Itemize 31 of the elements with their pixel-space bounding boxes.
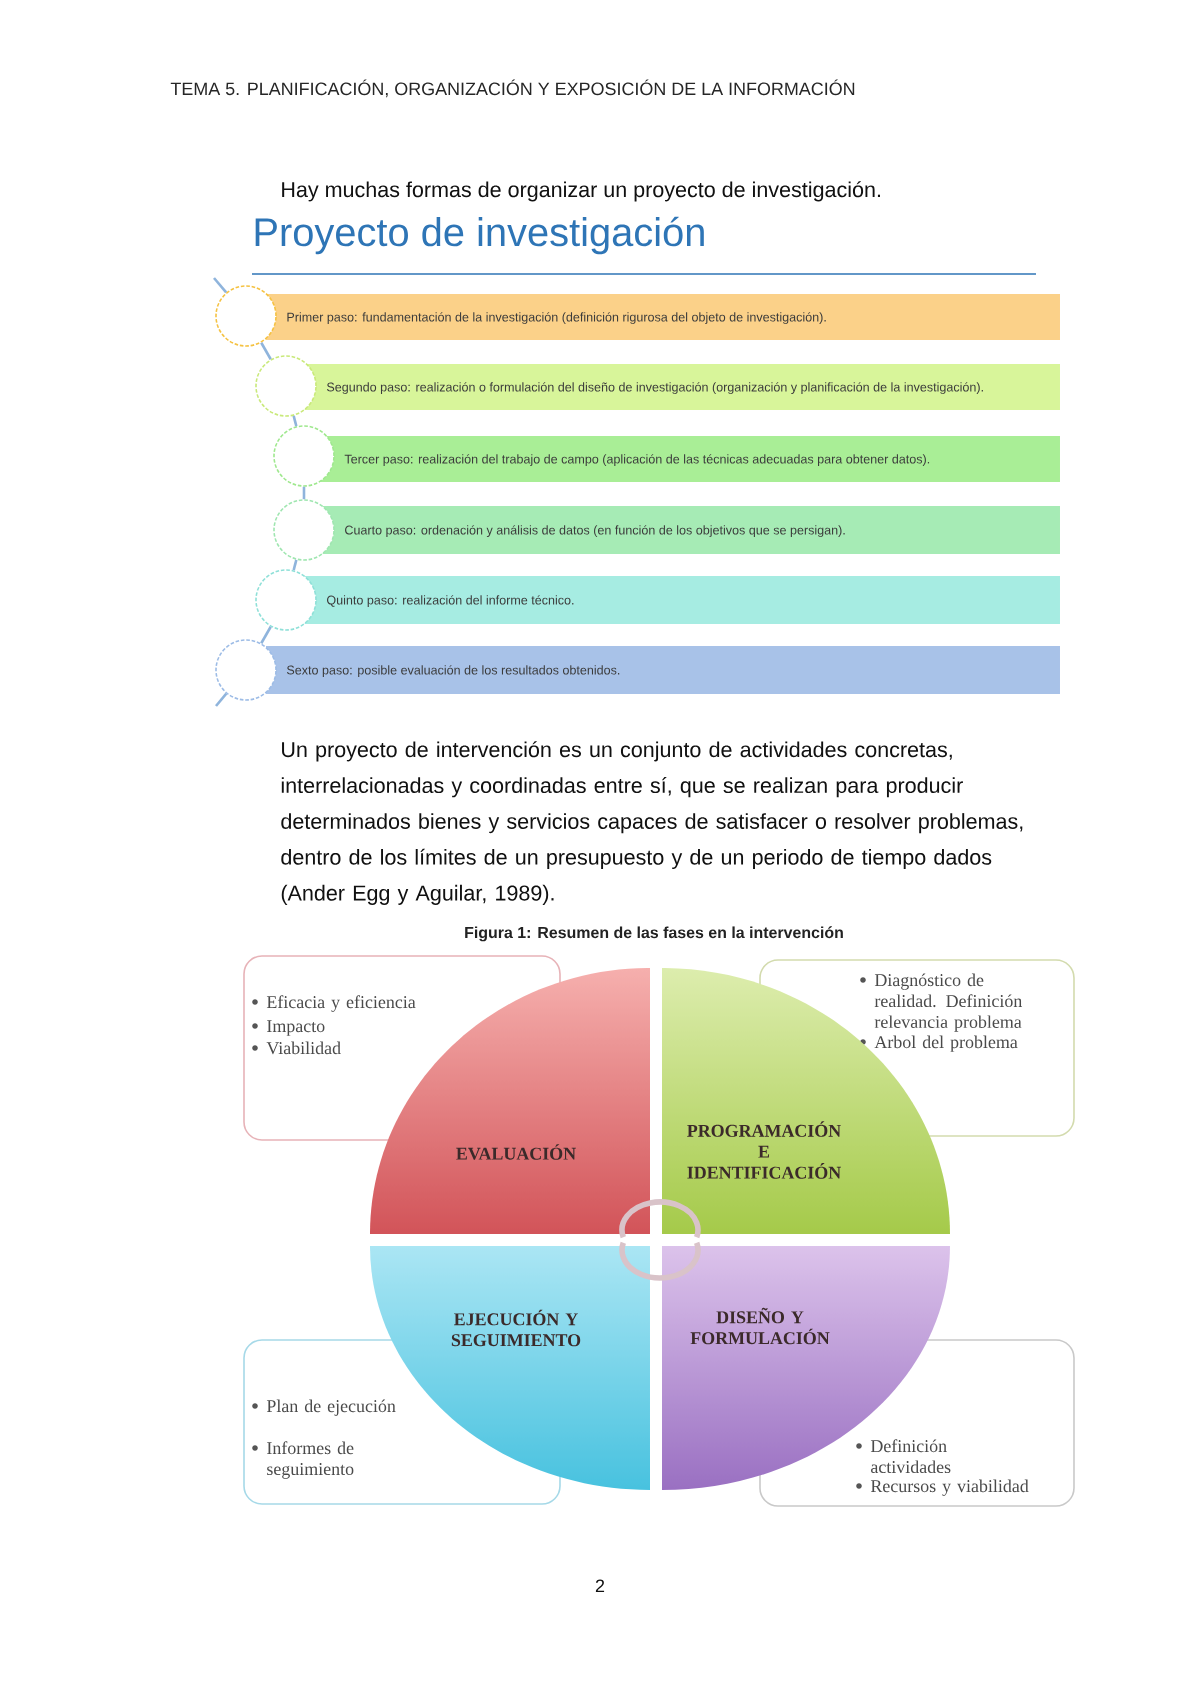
- list-item: Arbol del problema: [874, 1035, 1018, 1052]
- phase-label: DISEÑO Y FORMULACIÓN: [690, 1307, 830, 1345]
- list-item: Diagnóstico de realidad. Definición relevancia problema: [874, 973, 1022, 1032]
- timeline-circle: [215, 285, 277, 347]
- timeline-circle: [215, 639, 277, 701]
- phase-label: EVALUACIÓN: [456, 1144, 576, 1160]
- connector-line: [302, 486, 306, 500]
- section-heading: Proyecto de investigación: [255, 216, 704, 255]
- body-paragraph: Un proyecto de intervención es un conjunto de actividades concretas, interrelacionadas y coordinadas entre sí, que se realizan para producir determinados bienes y servicios capaces de satisfacer o resolver problemas, dentro de los límites de un presupuesto y de un periodo de tiempo dados (Ander Egg y Aguilar, 1989).: [281, 741, 1023, 905]
- timeline-circle: [273, 499, 335, 561]
- list-item: Informes de seguimiento: [267, 1441, 354, 1479]
- timeline-circle: [255, 355, 317, 417]
- list-item: Definición actividades: [870, 1439, 951, 1474]
- connector-line: [215, 692, 228, 707]
- connector-line: [260, 626, 272, 644]
- phase-label: EJECUCIÓN Y SEGUIMIENTO: [451, 1309, 581, 1347]
- page-header: TEMA 5. PLANIFICACIÓN, ORGANIZACIÓN Y EXPOSICIÓN DE LA INFORMACIÓN: [170, 79, 855, 98]
- list-item: Viabilidad: [266, 1041, 341, 1055]
- page-number: 2: [595, 1579, 605, 1592]
- intro-text: Hay muchas formas de organizar un proyecto de investigación.: [282, 181, 880, 202]
- phase-label: PROGRAMACIÓN E IDENTIFICACIÓN: [687, 1121, 841, 1179]
- list-item: Eficacia y eficiencia: [266, 995, 416, 1012]
- timeline-circle: [273, 425, 335, 487]
- list-item: Impacto: [267, 1020, 325, 1036]
- list-item: Plan de ejecución: [266, 1399, 396, 1416]
- connector-line: [292, 559, 298, 571]
- connector-line: [213, 277, 228, 294]
- connector-line: [260, 342, 272, 360]
- connector-line: [292, 415, 298, 427]
- list-item: Recursos y viabilidad: [870, 1479, 1029, 1496]
- timeline-circle: [255, 569, 317, 631]
